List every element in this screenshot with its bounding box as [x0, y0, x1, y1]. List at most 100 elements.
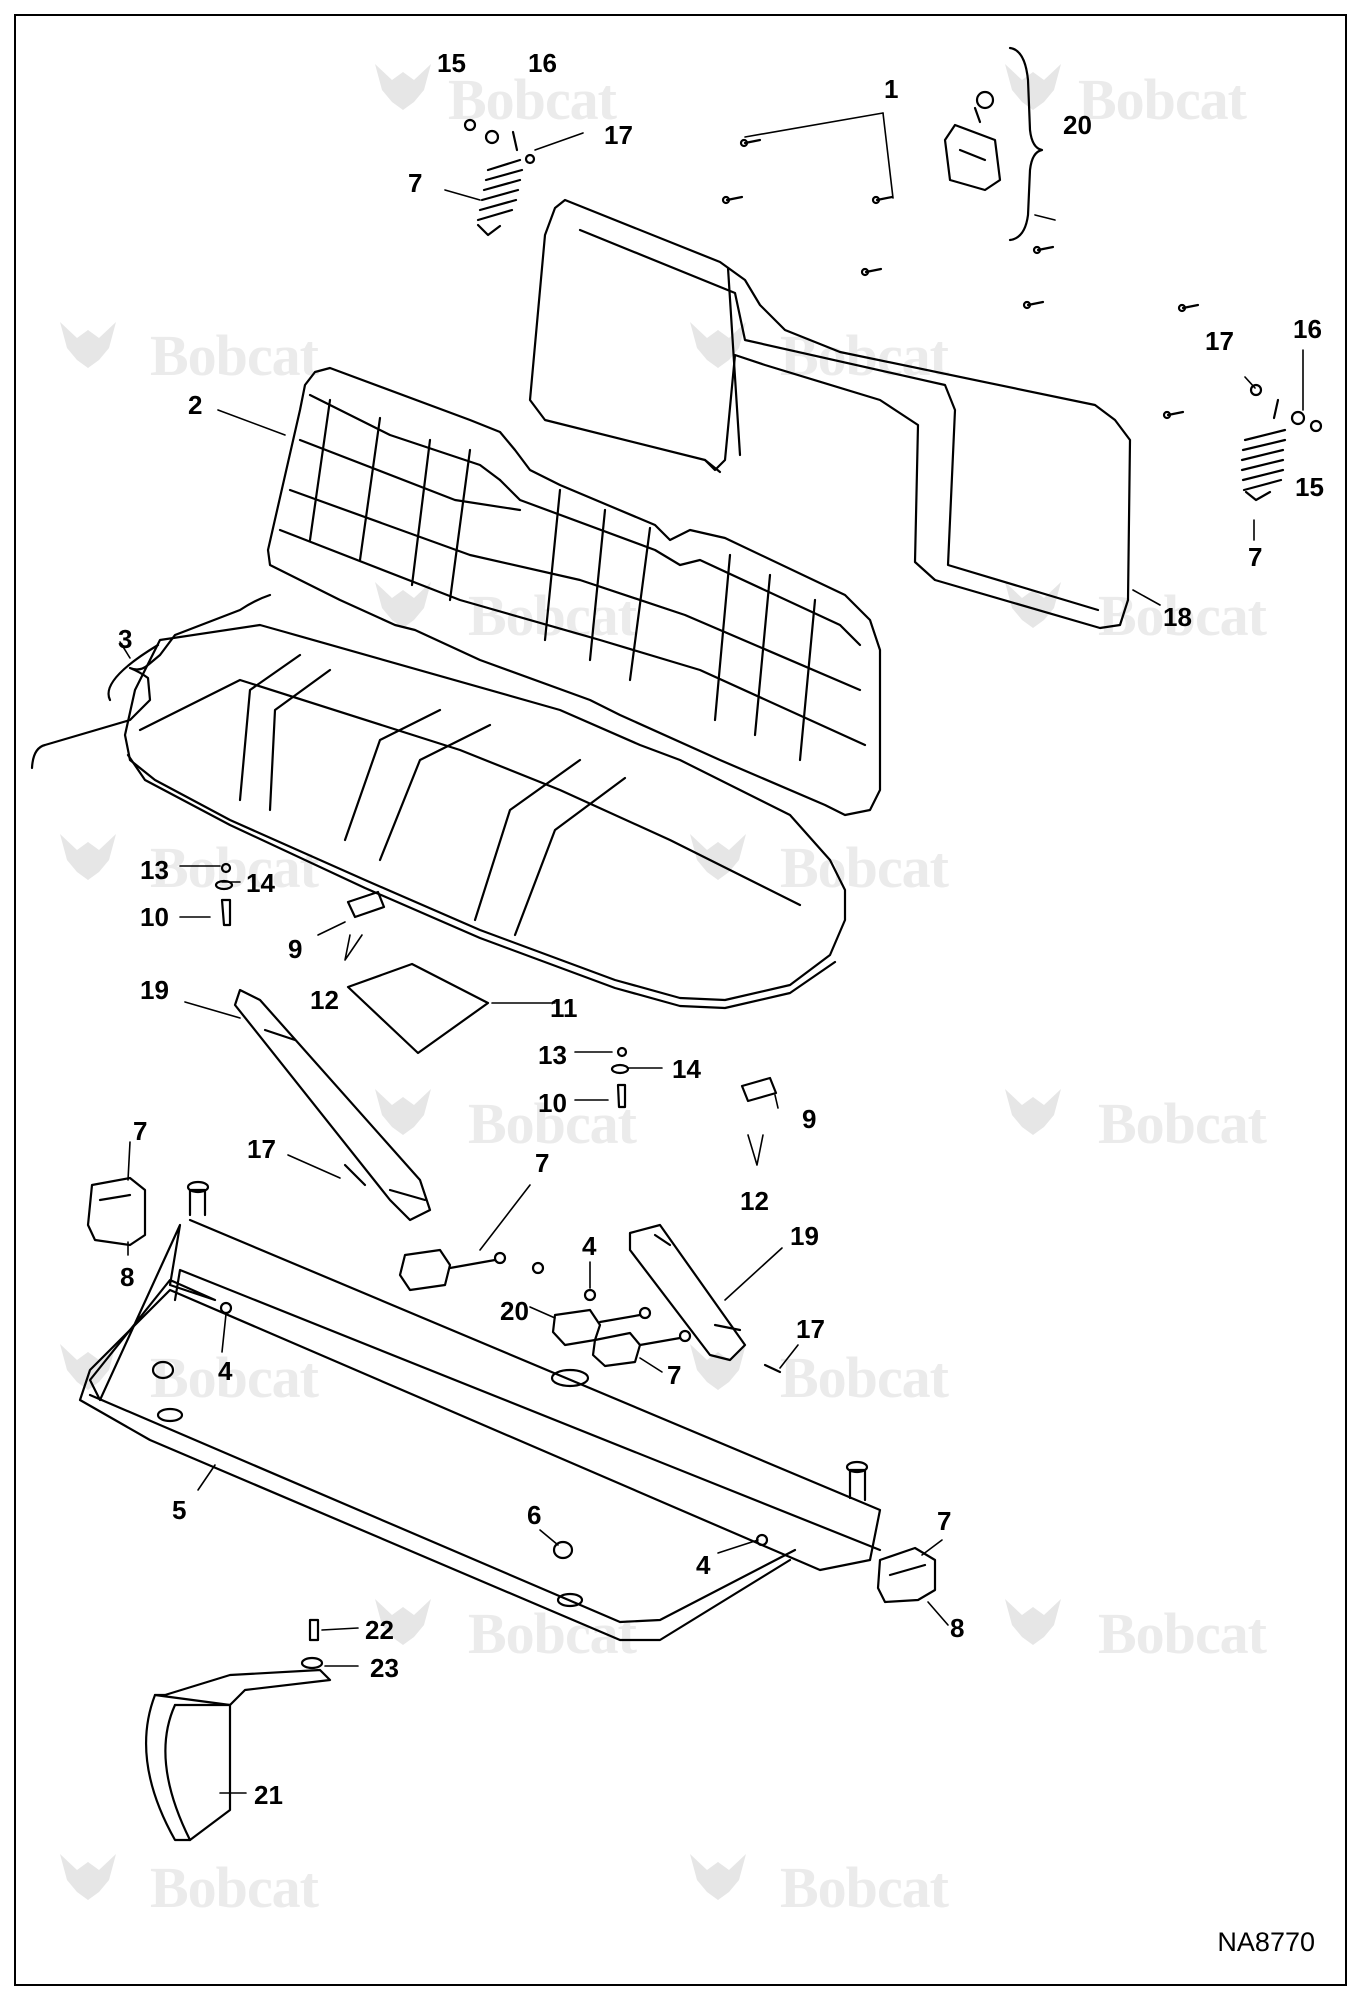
callout-15: 15 — [437, 48, 466, 78]
bracket-9-left — [346, 890, 386, 919]
watermark-text: Bobcat — [780, 1345, 949, 1410]
washer-16-right — [1290, 410, 1306, 426]
callout-17: 17 — [604, 120, 633, 150]
callout-12: 12 — [740, 1186, 769, 1216]
seat-frame — [78, 1180, 882, 1642]
callout-5: 5 — [172, 1495, 187, 1525]
bobcat-logo-icon — [690, 1854, 746, 1900]
watermark-text: Bobcat — [468, 583, 637, 648]
callout-19: 19 — [140, 975, 169, 1005]
nut-13-left — [220, 862, 232, 874]
callout-7: 7 — [937, 1506, 952, 1536]
bobcat-logo-icon — [1005, 582, 1061, 628]
callout-23: 23 — [370, 1653, 399, 1683]
bolt-17-lower-right — [763, 1363, 782, 1374]
callout-7: 7 — [1248, 542, 1263, 572]
callout-7: 7 — [133, 1116, 148, 1146]
callout-20: 20 — [500, 1296, 529, 1326]
bobcat-logo-icon — [1005, 1089, 1061, 1135]
callout-17: 17 — [796, 1314, 825, 1344]
bobcat-logo-icon — [375, 1089, 431, 1135]
end-cap-right — [876, 1546, 937, 1604]
stud-10-right — [616, 1083, 627, 1109]
bobcat-logo-icon — [1005, 1599, 1061, 1645]
callout-17: 17 — [247, 1134, 276, 1164]
callout-18: 18 — [1163, 602, 1192, 632]
callout-9: 9 — [288, 934, 303, 964]
leader-lines — [119, 112, 1304, 1794]
watermark-text: Bobcat — [150, 323, 319, 388]
grommet-left — [151, 1360, 175, 1380]
callout-8: 8 — [120, 1262, 135, 1292]
nut-4-b — [583, 1288, 597, 1302]
callout-10: 10 — [140, 902, 169, 932]
bolt-17-mid — [343, 1163, 367, 1187]
screw-set — [721, 138, 1200, 420]
belt-guide-21 — [145, 1668, 332, 1842]
callout-20: 20 — [1063, 110, 1092, 140]
callout-21: 21 — [254, 1780, 283, 1810]
callout-10: 10 — [538, 1088, 567, 1118]
seat-bottom-brace — [107, 643, 160, 702]
bobcat-logo-icon — [690, 322, 746, 368]
seat-belt-19-right — [628, 1223, 747, 1362]
washer-14-right — [610, 1063, 630, 1075]
bobcat-logo-icon — [60, 834, 116, 880]
washer-14-left — [214, 879, 234, 891]
buckle-7-mid — [398, 1248, 507, 1292]
callout-4: 4 — [696, 1550, 711, 1580]
washer-16-left — [484, 129, 500, 145]
callout-17: 17 — [1205, 326, 1234, 356]
nut-4-c — [219, 1301, 233, 1315]
watermark-text: Bobcat — [468, 1091, 637, 1156]
callout-14: 14 — [672, 1054, 701, 1084]
bobcat-logo-icon — [690, 834, 746, 880]
bobcat-logo-icon — [60, 322, 116, 368]
decal-label — [346, 962, 490, 1055]
end-cap-left — [86, 1176, 147, 1247]
watermark-text: Bobcat — [780, 835, 949, 900]
diagram-border — [14, 14, 1347, 1986]
bobcat-logo-icon — [375, 1599, 431, 1645]
callout-7: 7 — [667, 1360, 682, 1390]
callout-13: 13 — [140, 855, 169, 885]
bobcat-logo-icon — [690, 1344, 746, 1390]
spring-right — [1240, 398, 1287, 502]
drawing-code: NA8770 — [1217, 1927, 1315, 1957]
callout-13: 13 — [538, 1040, 567, 1070]
callout-11: 11 — [550, 993, 578, 1023]
stud-10-left — [220, 898, 232, 927]
callout-4: 4 — [582, 1231, 597, 1261]
spring-left — [476, 130, 524, 237]
watermark-text: Bobcat — [1098, 1091, 1267, 1156]
callout-9: 9 — [802, 1104, 817, 1134]
bobcat-logo-icon — [60, 1344, 116, 1390]
callout-22: 22 — [365, 1615, 394, 1645]
nut-4-a — [531, 1261, 545, 1275]
callout-brace-20 — [1008, 46, 1044, 242]
seat-belt-19-left — [233, 988, 432, 1222]
bracket-9-right — [740, 1076, 778, 1103]
watermark-text: Bobcat — [150, 1855, 319, 1920]
callout-7: 7 — [408, 168, 423, 198]
callout-7: 7 — [535, 1148, 550, 1178]
bobcat-logo-icon — [375, 582, 431, 628]
callout-16: 16 — [528, 48, 557, 78]
seat-back-panel — [528, 198, 1132, 630]
bobcat-logo-icon — [60, 1854, 116, 1900]
callout-3: 3 — [118, 624, 133, 654]
bolt-22 — [308, 1618, 320, 1642]
callout-12: 12 — [310, 985, 339, 1015]
callout-19: 19 — [790, 1221, 819, 1251]
callout-16: 16 — [1293, 314, 1322, 344]
callout-1: 1 — [884, 74, 899, 104]
bolt-17-left — [524, 153, 536, 165]
watermark-text: Bobcat — [780, 1855, 949, 1920]
callout-6: 6 — [527, 1500, 542, 1530]
bobcat-logo-icon — [1005, 64, 1061, 110]
nut-15-right — [1309, 419, 1323, 433]
callout-14: 14 — [246, 868, 275, 898]
watermark-text: Bobcat — [150, 1345, 319, 1410]
